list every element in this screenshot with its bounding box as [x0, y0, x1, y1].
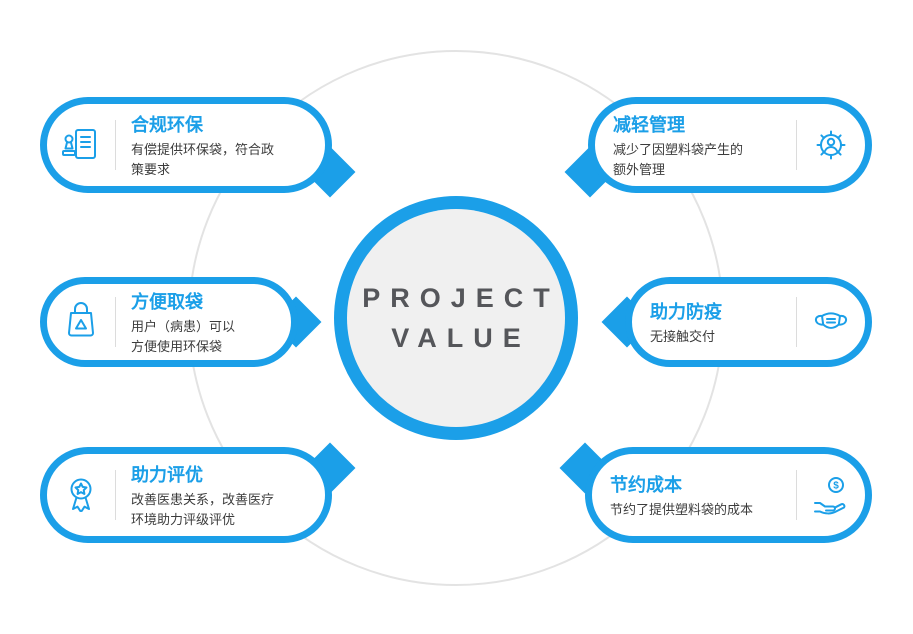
value-item-award: 助力评优 改善医患关系，改善医疗环境助力评级评优: [40, 447, 332, 543]
value-item-management: 减轻管理 减少了因塑料袋产生的额外管理: [588, 97, 872, 193]
stamp-icon: [47, 123, 115, 167]
divider: [796, 120, 797, 170]
divider: [796, 470, 797, 520]
item-desc: 减少了因塑料袋产生的额外管理: [613, 142, 744, 177]
divider: [115, 120, 116, 170]
gear-user-icon: [797, 123, 865, 167]
item-desc: 节约了提供塑料袋的成本: [610, 501, 754, 517]
award-icon: [47, 473, 115, 517]
divider: [115, 297, 116, 347]
center-circle: PROJECT VALUE: [334, 196, 578, 440]
item-desc: 有偿提供环保袋，符合政策要求: [131, 142, 275, 177]
item-title: 助力评优: [131, 465, 203, 485]
value-item-cost: $ 节约成本 节约了提供塑料袋的成本: [585, 447, 872, 543]
item-title: 减轻管理: [613, 115, 685, 135]
item-desc: 改善医患关系，改善医疗环境助力评级评优: [131, 492, 275, 527]
svg-text:$: $: [833, 481, 839, 492]
center-circle-inner: PROJECT VALUE: [347, 209, 565, 427]
value-item-compliance: 合规环保 有偿提供环保袋，符合政策要求: [40, 97, 332, 193]
value-item-epidemic: 助力防疫 无接触交付: [625, 277, 872, 367]
item-title: 助力防疫: [650, 301, 722, 322]
bag-icon: [47, 300, 115, 344]
center-title-line1: PROJECT: [362, 282, 560, 313]
center-title-line2: VALUE: [391, 323, 531, 353]
hand-coin-icon: $: [797, 473, 865, 517]
value-item-convenient: 方便取袋 用户（病患）可以方便使用环保袋: [40, 277, 298, 367]
item-desc: 无接触交付: [650, 328, 716, 344]
divider: [796, 297, 797, 347]
mask-icon: [797, 300, 865, 344]
item-title: 方便取袋: [131, 292, 203, 312]
item-title: 节约成本: [610, 474, 682, 495]
item-desc: 用户（病患）可以方便使用环保袋: [131, 319, 236, 354]
divider: [115, 470, 116, 520]
item-title: 合规环保: [131, 115, 203, 135]
